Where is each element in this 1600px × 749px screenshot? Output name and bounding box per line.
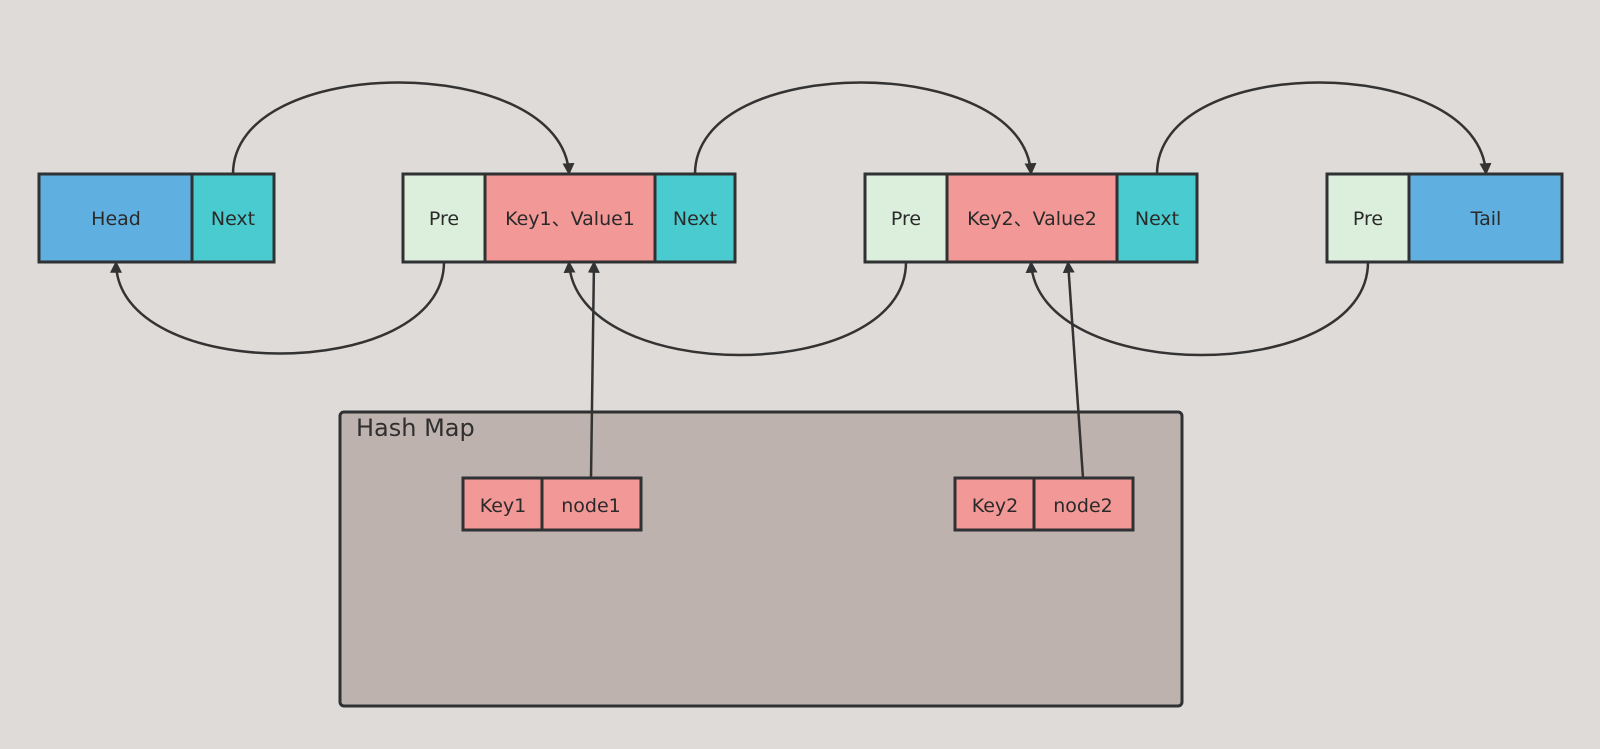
node2-next-label: Next bbox=[1135, 208, 1179, 230]
node1-next-to-node2-arrow bbox=[693, 81, 1037, 176]
node2-pre-to-node1-arrow bbox=[563, 260, 908, 357]
node1-pre-label: Pre bbox=[429, 208, 459, 230]
hashmap-node1-label: node1 bbox=[561, 495, 621, 517]
node1-kv-label: Key1、Value1 bbox=[505, 208, 635, 230]
tail-node: Pre Tail bbox=[1325, 172, 1564, 264]
hashmap-node2-label: node2 bbox=[1053, 495, 1113, 517]
node1: Pre Key1、Value1 Next bbox=[401, 172, 737, 264]
node2-next-to-tail-arrow bbox=[1155, 81, 1492, 176]
head-next-to-node1-arrow bbox=[231, 81, 575, 176]
tail-pre-to-node2-arrow bbox=[1025, 260, 1370, 357]
hashmap-title: Hash Map bbox=[356, 414, 475, 442]
head-label: Head bbox=[91, 208, 141, 230]
head-next-cell bbox=[190, 172, 276, 264]
head-cell bbox=[37, 172, 194, 264]
hashmap-node2-cell bbox=[1032, 476, 1135, 532]
hashmap-node2-reference-arrow bbox=[1062, 260, 1085, 479]
hashmap-key2-cell bbox=[953, 476, 1036, 532]
node2: Pre Key2、Value2 Next bbox=[863, 172, 1199, 264]
tail-label: Tail bbox=[1470, 208, 1502, 230]
hashmap-key1-label: Key1 bbox=[480, 495, 527, 517]
tail-pre-label: Pre bbox=[1353, 208, 1383, 230]
hashmap-panel bbox=[338, 410, 1184, 708]
node2-pre-cell bbox=[863, 172, 949, 264]
head-node: Head Next bbox=[37, 172, 276, 264]
node1-pre-to-head-arrow bbox=[110, 260, 446, 355]
node1-next-label: Next bbox=[673, 208, 717, 230]
hashmap-entry-key1: Key1 node1 bbox=[461, 476, 643, 532]
tail-cell bbox=[1407, 172, 1564, 264]
hashmap-key2-label: Key2 bbox=[972, 495, 1019, 517]
node2-kv-label: Key2、Value2 bbox=[967, 208, 1097, 230]
hashmap-node1-reference-arrow bbox=[587, 260, 600, 479]
hashmap-container: Hash Map bbox=[338, 410, 1184, 708]
hashmap-node1-cell bbox=[540, 476, 643, 532]
head-next-label: Next bbox=[211, 208, 255, 230]
hashmap-entry-key2: Key2 node2 bbox=[953, 476, 1135, 532]
node2-pre-label: Pre bbox=[891, 208, 921, 230]
node2-next-cell bbox=[1115, 172, 1199, 264]
